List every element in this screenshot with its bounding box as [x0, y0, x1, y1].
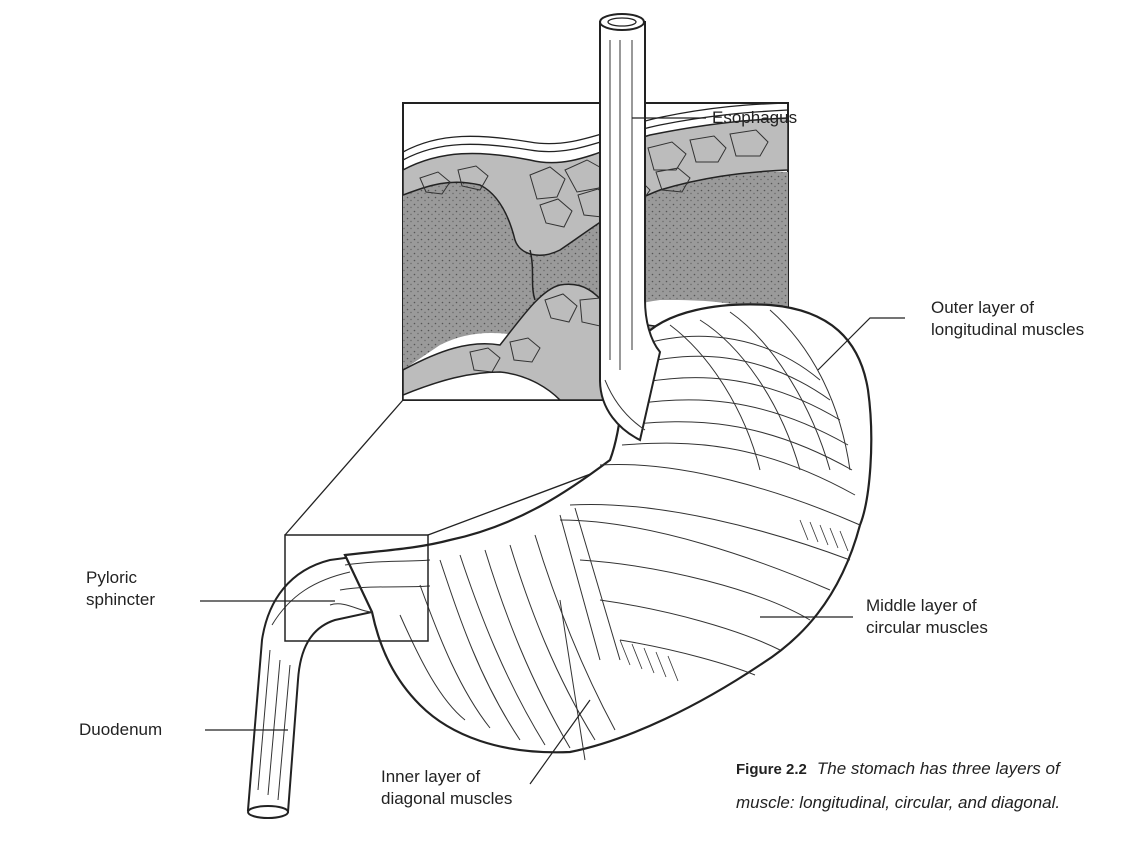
outer-layer-label-line1: Outer layer of — [931, 297, 1084, 319]
figure-number: Figure 2.2 — [736, 761, 807, 778]
inner-layer-label-line2: diagonal muscles — [381, 788, 512, 810]
pyloric-sphincter-label: Pyloric sphincter — [86, 567, 155, 611]
inner-layer-label-line1: Inner layer of — [381, 766, 512, 788]
middle-layer-label-line1: Middle layer of — [866, 595, 988, 617]
outer-layer-label-line2: longitudinal muscles — [931, 319, 1084, 341]
inner-layer-label: Inner layer of diagonal muscles — [381, 766, 512, 810]
pyloric-label-line1: Pyloric — [86, 567, 155, 589]
caption-line2: muscle: longitudinal, circular, and diag… — [736, 786, 1146, 819]
outer-layer-label: Outer layer of longitudinal muscles — [931, 297, 1084, 341]
inset-connector-left — [285, 400, 403, 535]
caption-text-line1: The stomach has three layers of — [817, 759, 1060, 778]
middle-layer-label: Middle layer of circular muscles — [866, 595, 988, 639]
duodenum-label: Duodenum — [79, 719, 162, 741]
esophagus-label: Esophagus — [712, 107, 797, 129]
caption-text-line2: muscle: longitudinal, circular, and diag… — [736, 793, 1060, 812]
middle-layer-label-line2: circular muscles — [866, 617, 988, 639]
figure-caption: Figure 2.2 The stomach has three layers o… — [736, 752, 1146, 819]
esophagus-label-text: Esophagus — [712, 108, 797, 127]
caption-line1: Figure 2.2 The stomach has three layers o… — [736, 752, 1146, 786]
duodenum-tube — [248, 556, 372, 818]
duodenum-label-text: Duodenum — [79, 720, 162, 739]
pyloric-label-line2: sphincter — [86, 589, 155, 611]
